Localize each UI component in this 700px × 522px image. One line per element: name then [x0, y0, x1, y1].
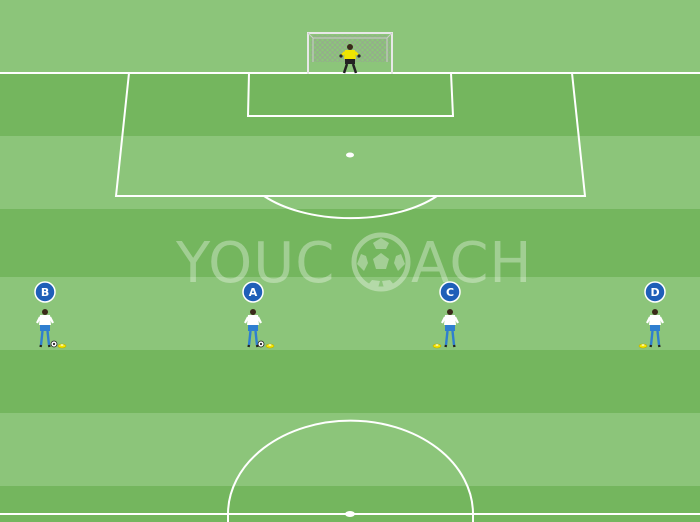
player-figure-icon [36, 309, 54, 348]
cone-icon [638, 343, 648, 349]
player-label-badge: A [242, 281, 264, 303]
penalty-area [114, 72, 587, 197]
player-c: C [432, 281, 461, 349]
goalkeeper-icon [339, 44, 361, 74]
player-figure-icon [646, 309, 664, 348]
soccer-ball-icon [50, 340, 58, 348]
goal-area [246, 72, 455, 117]
grass-stripe [0, 413, 700, 486]
grass-stripe [0, 350, 700, 413]
player-a: A [242, 281, 275, 349]
cone-icon [432, 343, 442, 349]
center-circle [227, 419, 474, 522]
player-label-badge: B [34, 281, 56, 303]
soccer-ball-icon [257, 340, 265, 348]
grass-stripe [0, 277, 700, 350]
player-label-text: B [41, 286, 49, 299]
player-b: B [34, 281, 67, 349]
player-label-text: A [249, 286, 258, 299]
player-label-text: D [650, 286, 659, 299]
watermark-logo: YOUC ACH [175, 231, 533, 296]
player-label-text: C [446, 286, 454, 299]
grass-stripe [0, 136, 700, 209]
player-label-badge: D [644, 281, 666, 303]
player-label-badge: C [439, 281, 461, 303]
player-d: D [638, 281, 666, 349]
grass-stripe [0, 73, 700, 136]
soccer-ball-logo-icon [351, 232, 411, 292]
cone-icon [265, 343, 275, 349]
penalty-arc [263, 195, 438, 220]
watermark-text-right: ACH [411, 231, 533, 296]
player-figure-icon [244, 309, 262, 348]
cone-icon [57, 343, 67, 349]
penalty-spot [346, 152, 354, 158]
grass-stripe [0, 209, 700, 277]
player-figure-icon [441, 309, 459, 348]
center-spot [345, 511, 355, 517]
